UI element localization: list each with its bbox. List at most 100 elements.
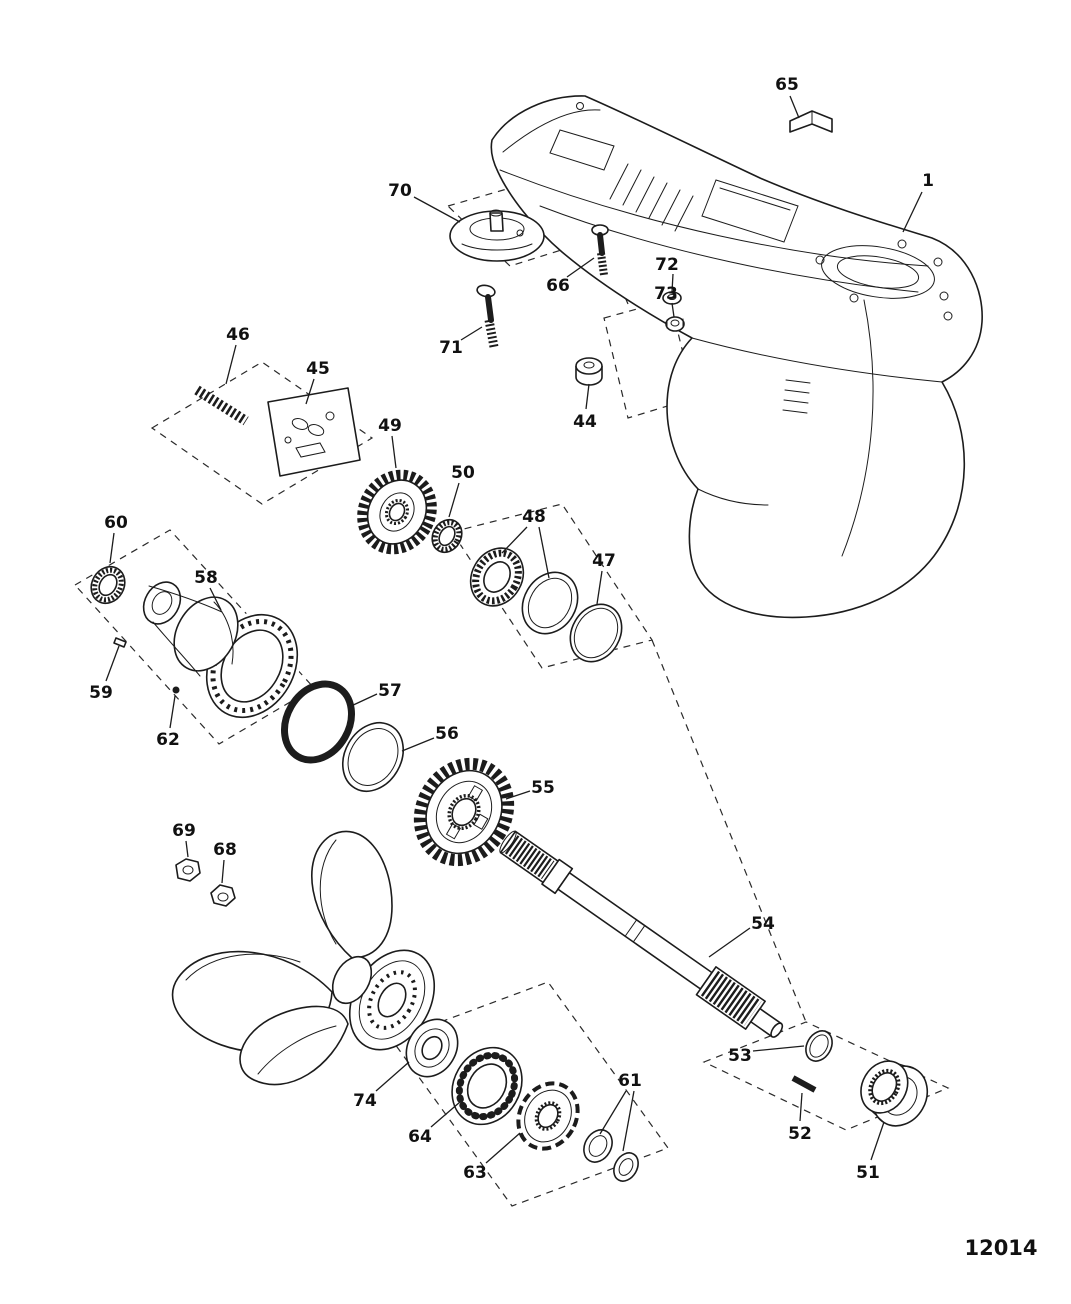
callout-leader-57 [348, 693, 378, 708]
callout-label-46: 46 [226, 325, 250, 345]
part-45-repair-kit [267, 387, 361, 477]
part-50-bearing [430, 517, 464, 555]
callout-63: 63 [463, 1132, 521, 1183]
part-48-bearing-race [521, 571, 579, 635]
callout-label-48: 48 [522, 507, 546, 527]
callout-leader-61 [599, 1090, 627, 1135]
side-gill-slits [782, 379, 811, 414]
callout-73: 73 [654, 284, 678, 318]
callout-label-71: 71 [439, 338, 463, 358]
callout-label-65: 65 [775, 75, 799, 95]
part-62-ball [172, 686, 180, 694]
callout-65: 65 [775, 75, 800, 119]
callout-leader-54 [708, 927, 751, 958]
part-57-o-ring [281, 680, 355, 764]
callout-label-66: 66 [546, 276, 570, 296]
callout-label-44: 44 [573, 412, 597, 432]
callout-66: 66 [546, 257, 595, 296]
callout-56: 56 [401, 724, 459, 752]
callout-51: 51 [856, 1121, 885, 1183]
callout-leader-51 [870, 1121, 885, 1161]
callout-leader-72 [671, 273, 674, 293]
callout-leader-59 [105, 645, 120, 682]
callout-leader-53 [752, 1045, 805, 1052]
part-71-bolt [476, 284, 499, 348]
callout-leader-68 [221, 859, 225, 884]
part-55-gear [412, 756, 516, 868]
part-69-nut [175, 858, 201, 882]
callout-leader-50 [448, 482, 460, 518]
callout-leader-71 [460, 326, 483, 341]
part-74-washer [405, 1018, 459, 1078]
callout-label-54: 54 [751, 914, 775, 934]
callout-label-45: 45 [306, 359, 330, 379]
callout-48: 48 [501, 507, 550, 579]
callout-74: 74 [353, 1061, 410, 1111]
callout-64: 64 [408, 1101, 461, 1147]
callout-leader-66 [566, 257, 595, 278]
part-73-nut [665, 316, 685, 332]
callout-label-52: 52 [788, 1124, 812, 1144]
callout-61: 61 [599, 1071, 642, 1152]
callout-label-64: 64 [408, 1127, 432, 1147]
callout-leader-45 [305, 378, 315, 405]
callout-53: 53 [728, 1045, 805, 1066]
callout-leader-47 [596, 570, 603, 605]
part-58-bearing-carrier [142, 581, 302, 722]
part-51-prop-nut [860, 1060, 929, 1127]
part-66-bolt [591, 224, 609, 276]
callout-label-73: 73 [654, 284, 678, 304]
callout-label-62: 62 [156, 730, 180, 750]
callout-68: 68 [213, 840, 237, 884]
callout-58: 58 [194, 568, 222, 611]
callout-label-1: 1 [922, 171, 934, 191]
callout-leader-52 [799, 1092, 803, 1122]
callout-1: 1 [902, 171, 934, 233]
part-65-clip [789, 110, 833, 133]
callout-leader-63 [485, 1132, 521, 1164]
callout-leader-70 [413, 196, 461, 223]
callout-label-60: 60 [104, 513, 128, 533]
callout-46: 46 [225, 325, 250, 385]
part-59-key [113, 637, 127, 648]
callout-label-51: 51 [856, 1163, 880, 1183]
part-56-washer [342, 722, 404, 792]
callout-45: 45 [305, 359, 330, 405]
callout-label-59: 59 [89, 683, 113, 703]
callout-leader-44 [585, 383, 590, 410]
callout-label-49: 49 [378, 416, 402, 436]
callout-60: 60 [104, 513, 128, 564]
callout-leader-49 [391, 435, 397, 469]
callout-label-70: 70 [388, 181, 412, 201]
callout-50: 50 [448, 463, 475, 518]
propeller [171, 830, 436, 1086]
callout-label-56: 56 [435, 724, 459, 744]
callout-leader-55 [505, 790, 531, 800]
callout-leader-56 [401, 737, 435, 752]
callout-label-68: 68 [213, 840, 237, 860]
part-54-prop-shaft [499, 830, 784, 1038]
callout-leader-46 [225, 344, 237, 385]
part-64-drive-sleeve [451, 1046, 523, 1126]
callout-label-50: 50 [451, 463, 475, 483]
callout-leader-1 [902, 191, 923, 233]
part-44-spacer [575, 357, 603, 386]
callout-49: 49 [378, 416, 402, 469]
part-52-pin [791, 1075, 817, 1093]
callout-label-69: 69 [172, 821, 196, 841]
part-48-bearing-cone [468, 546, 526, 608]
callout-71: 71 [439, 326, 483, 358]
callout-leader-65 [789, 95, 800, 119]
part-61-seals [583, 1129, 639, 1182]
water-intake-grate [609, 163, 694, 232]
part-68-tab-washer [210, 884, 236, 907]
part-49-gear [356, 469, 438, 555]
callout-47: 47 [592, 551, 616, 605]
part-47-ring [569, 603, 623, 663]
part-46-spring [194, 385, 249, 426]
callout-leader-61 [622, 1090, 635, 1152]
drawing-number: 12014 [964, 1236, 1037, 1260]
callout-label-53: 53 [728, 1046, 752, 1066]
